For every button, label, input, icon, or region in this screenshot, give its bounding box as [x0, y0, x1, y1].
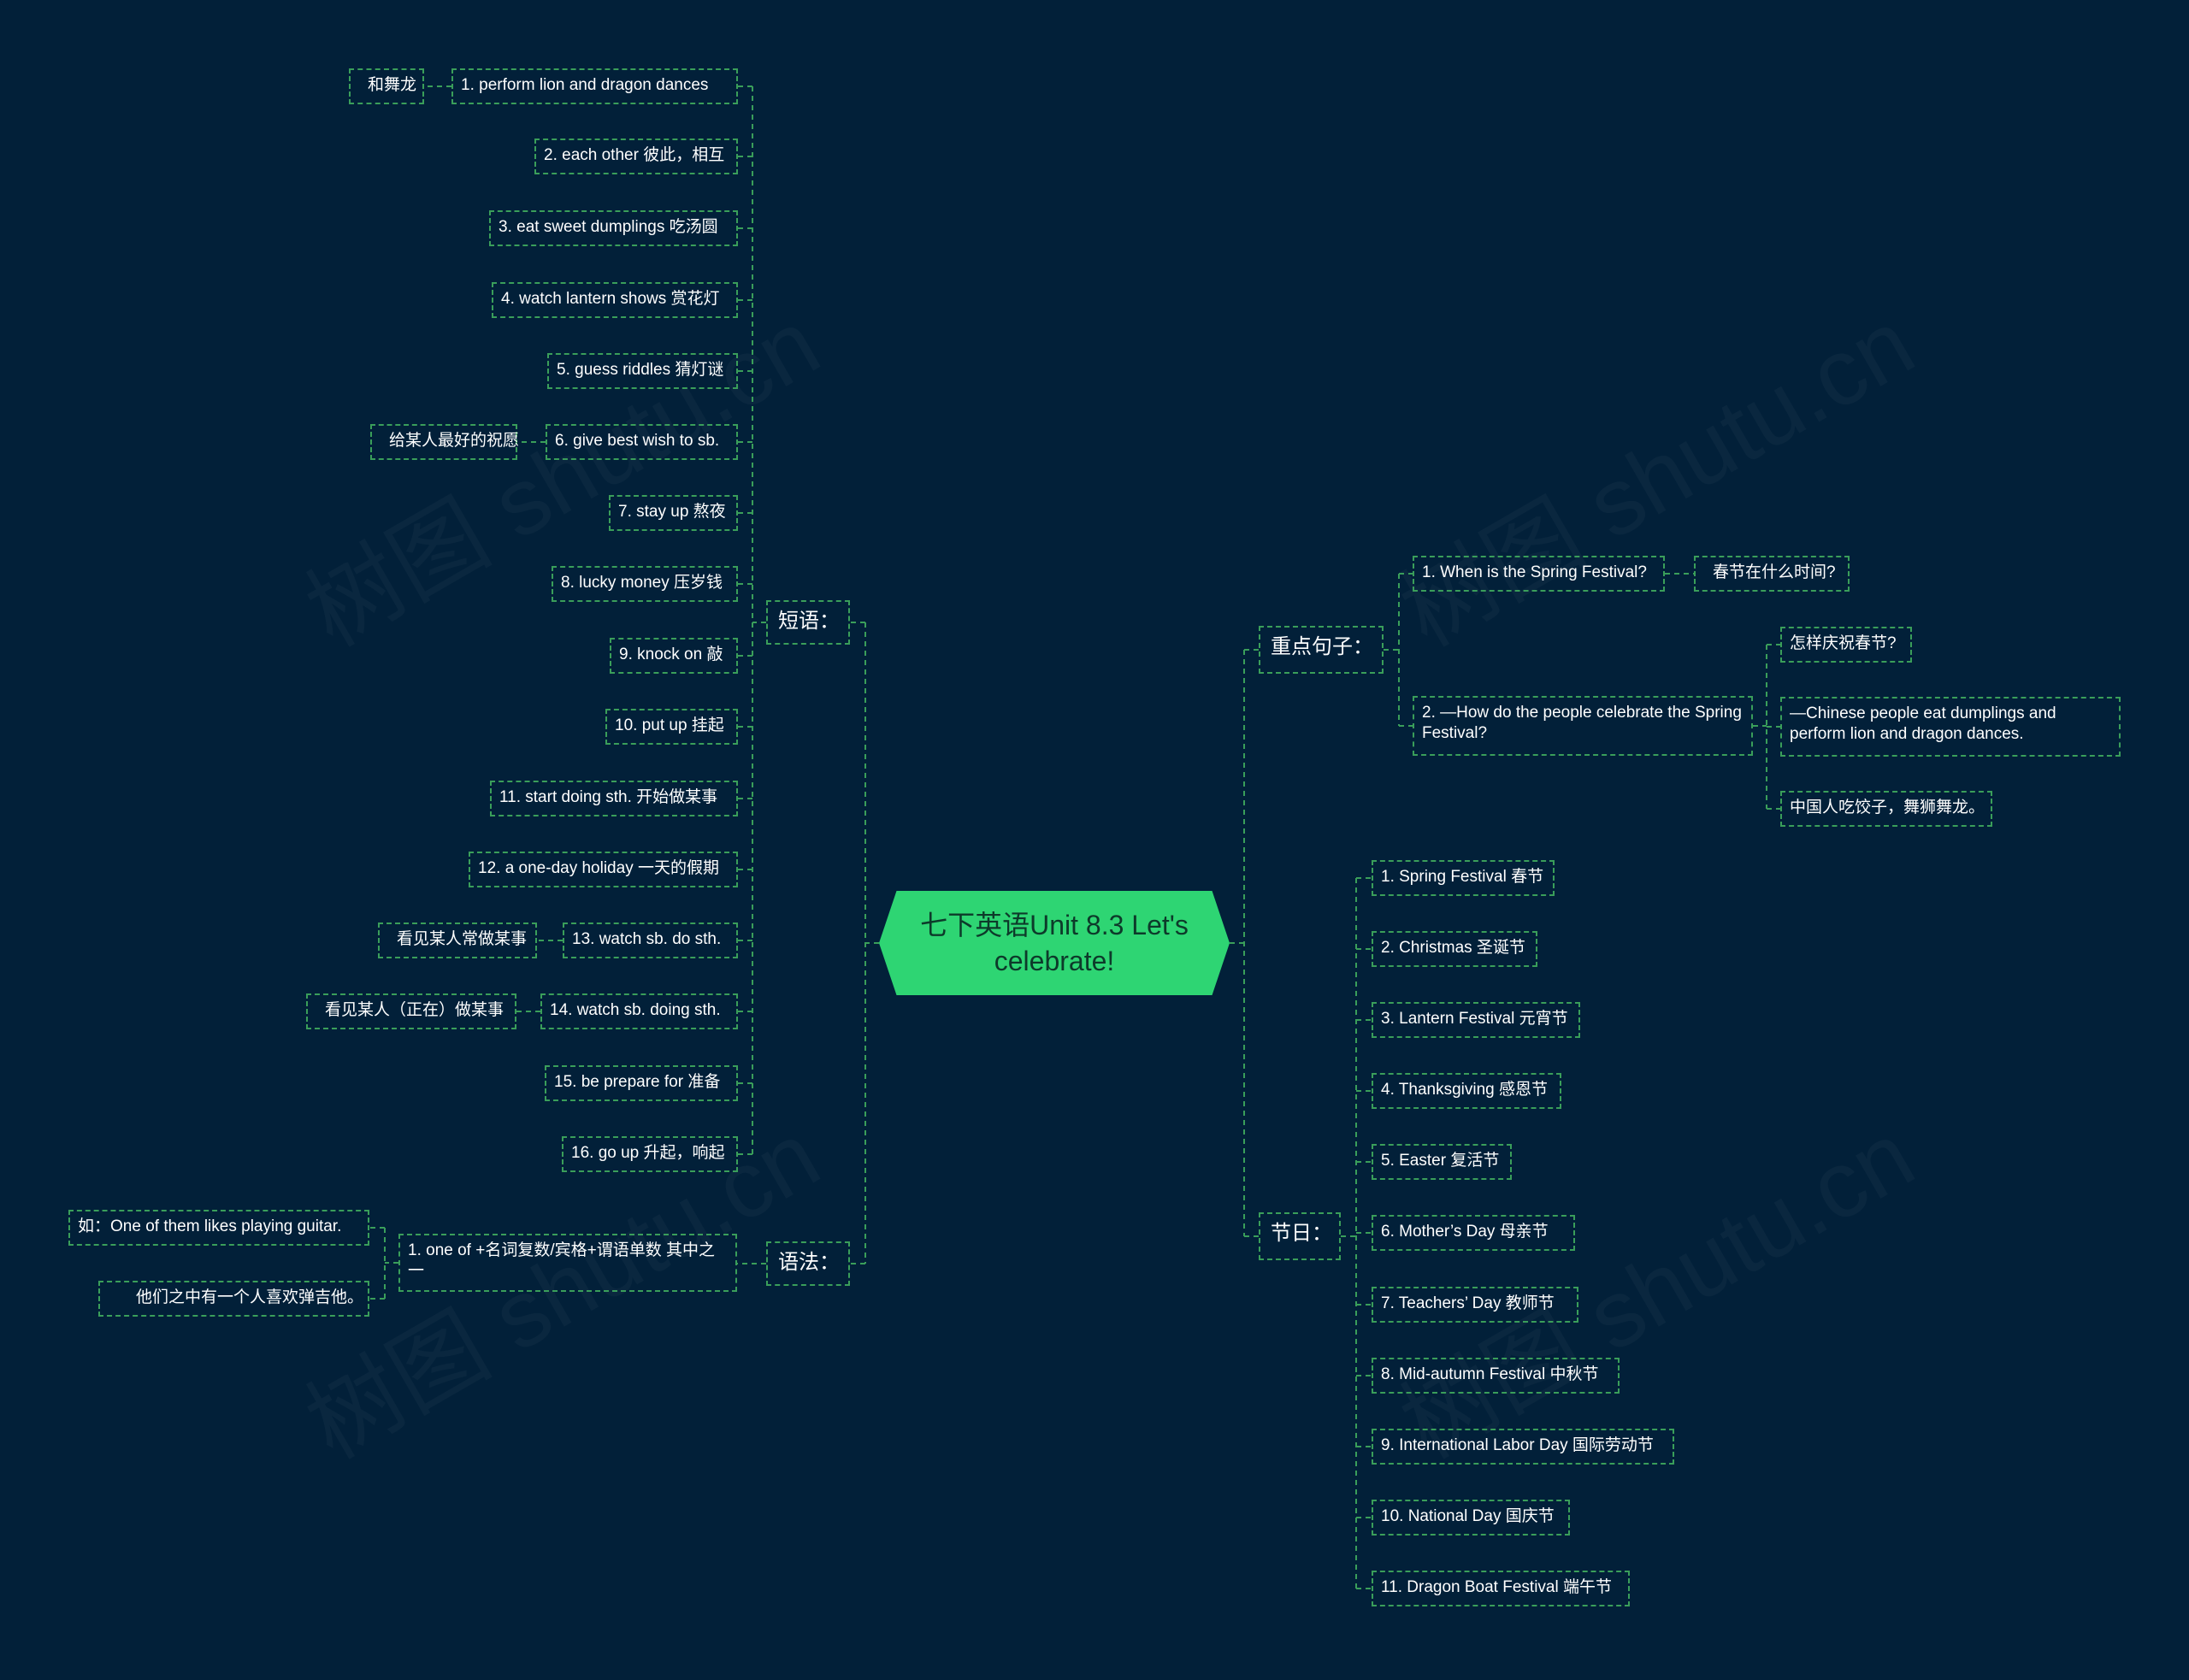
- festival-item[interactable]: 3. Lantern Festival 元宵节: [1372, 1002, 1580, 1038]
- phrase-item[interactable]: 14. watch sb. doing sth.: [540, 993, 738, 1029]
- phrase-translation[interactable]: 看见某人（正在）做某事: [306, 993, 516, 1029]
- grammar-item[interactable]: 1. one of +名词复数/宾格+谓语单数 其中之一: [398, 1234, 737, 1292]
- grammar-example[interactable]: 如：One of them likes playing guitar.: [68, 1210, 369, 1246]
- festival-item[interactable]: 8. Mid-autumn Festival 中秋节: [1372, 1358, 1620, 1394]
- festival-item[interactable]: 2. Christmas 圣诞节: [1372, 931, 1537, 967]
- phrase-translation[interactable]: 和舞龙: [349, 68, 424, 104]
- phrase-item[interactable]: 8. lucky money 压岁钱: [552, 566, 738, 602]
- phrase-item[interactable]: 5. guess riddles 猜灯谜: [547, 353, 738, 389]
- festival-item[interactable]: 11. Dragon Boat Festival 端午节: [1372, 1571, 1630, 1606]
- sentence-q1[interactable]: 1. When is the Spring Festival?: [1413, 556, 1665, 592]
- sentence-q2[interactable]: 2. —How do the people celebrate the Spri…: [1413, 696, 1753, 756]
- phrase-item[interactable]: 11. start doing sth. 开始做某事: [490, 781, 738, 816]
- branch-sentences[interactable]: 重点句子：: [1259, 626, 1384, 674]
- festival-item[interactable]: 6. Mother’s Day 母亲节: [1372, 1215, 1575, 1251]
- branch-grammar[interactable]: 语法：: [766, 1241, 850, 1286]
- festival-item[interactable]: 7. Teachers’ Day 教师节: [1372, 1287, 1578, 1323]
- festival-item[interactable]: 4. Thanksgiving 感恩节: [1372, 1073, 1561, 1109]
- phrase-item[interactable]: 6. give best wish to sb.: [546, 424, 738, 460]
- branch-phrases[interactable]: 短语：: [766, 600, 850, 645]
- phrase-item[interactable]: 10. put up 挂起: [605, 709, 738, 745]
- phrase-item[interactable]: 3. eat sweet dumplings 吃汤圆: [489, 210, 738, 246]
- phrase-item[interactable]: 1. perform lion and dragon dances: [451, 68, 738, 104]
- festival-item[interactable]: 9. International Labor Day 国际劳动节: [1372, 1429, 1674, 1465]
- phrase-item[interactable]: 13. watch sb. do sth.: [563, 923, 738, 958]
- phrase-item[interactable]: 2. each other 彼此，相互: [534, 139, 738, 174]
- festival-item[interactable]: 5. Easter 复活节: [1372, 1144, 1512, 1180]
- phrase-translation[interactable]: 看见某人常做某事: [378, 923, 537, 958]
- phrase-translation[interactable]: 给某人最好的祝愿: [370, 424, 519, 460]
- phrase-item[interactable]: 16. go up 升起，响起: [562, 1136, 738, 1172]
- grammar-translation[interactable]: 他们之中有一个人喜欢弹吉他。: [98, 1281, 369, 1317]
- phrase-item[interactable]: 9. knock on 敲: [610, 638, 738, 674]
- phrase-item[interactable]: 15. be prepare for 准备: [545, 1065, 738, 1101]
- sentence-q2-answer[interactable]: —Chinese people eat dumplings and perfor…: [1780, 697, 2121, 757]
- phrase-item[interactable]: 7. stay up 熬夜: [609, 495, 738, 531]
- branch-festivals[interactable]: 节日：: [1259, 1212, 1341, 1260]
- sentence-q2-translation[interactable]: 怎样庆祝春节?: [1780, 627, 1912, 663]
- central-topic[interactable]: 七下英语Unit 8.3 Let's celebrate!: [879, 891, 1230, 995]
- sentence-q1-translation[interactable]: 春节在什么时间?: [1694, 556, 1850, 592]
- phrase-item[interactable]: 12. a one-day holiday 一天的假期: [469, 852, 738, 887]
- festival-item[interactable]: 10. National Day 国庆节: [1372, 1500, 1570, 1536]
- festival-item[interactable]: 1. Spring Festival 春节: [1372, 860, 1555, 896]
- phrase-item[interactable]: 4. watch lantern shows 赏花灯: [492, 282, 738, 318]
- sentence-q2-answer-translation[interactable]: 中国人吃饺子，舞狮舞龙。: [1780, 791, 1992, 827]
